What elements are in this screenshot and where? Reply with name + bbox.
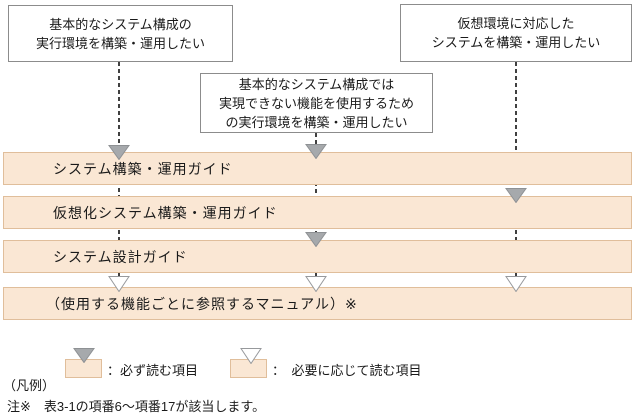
guide-bar-label: 仮想化システム構築・運用ガイド <box>53 204 278 221</box>
guide-bar-label: システム設計ガイド <box>53 248 188 265</box>
question-box-advanced-features: 基本的なシステム構成では 実現できない機能を使用するため の実行環境を構築・運用… <box>200 73 433 133</box>
must-read-arrow-icon <box>505 188 527 203</box>
question-text-line: システムを構築・運用したい <box>431 35 601 50</box>
guide-bar-virtualization: 仮想化システム構築・運用ガイド <box>3 196 632 229</box>
must-read-arrow-icon <box>305 232 327 247</box>
legend-item-label-optional-read: ： 必要に応じて読む項目 <box>272 363 422 378</box>
legend-title: （凡例） <box>3 378 56 393</box>
note-text: 注※ 表3-1の項番6～項番17が該当します。 <box>7 399 266 414</box>
question-box-basic-config: 基本的なシステム構成の 実行環境を構築・運用したい <box>8 5 233 62</box>
must-read-arrow-icon <box>73 348 95 363</box>
question-text-line: の実行環境を構築・運用したい <box>225 114 408 130</box>
must-read-arrow-icon <box>108 145 130 160</box>
question-text-line: 実現できない機能を使用するため <box>218 95 414 111</box>
must-read-arrow-icon <box>305 144 327 159</box>
question-text-line: 実行環境を構築・運用したい <box>35 35 205 51</box>
optional-read-arrow-icon <box>240 348 262 364</box>
optional-read-arrow-icon <box>108 276 130 292</box>
question-text-line: 仮想環境に対応した <box>457 16 575 31</box>
question-text-line: 基本的なシステム構成の <box>49 16 192 32</box>
legend-item-label-must-read: ：必ず読む項目 <box>107 363 199 378</box>
guide-bar-function-manuals: （使用する機能ごとに参照するマニュアル）※ <box>3 287 632 320</box>
optional-read-arrow-icon <box>305 276 327 292</box>
question-text-line: 基本的なシステム構成では <box>238 76 395 92</box>
guide-bar-label: （使用する機能ごとに参照するマニュアル）※ <box>46 295 358 312</box>
question-box-virtual-env: 仮想環境に対応した システムを構築・運用したい <box>400 4 632 62</box>
optional-read-arrow-icon <box>505 276 527 292</box>
guide-bar-label: システム構築・運用ガイド <box>53 160 233 177</box>
guide-bar-system-construction: システム構築・運用ガイド <box>3 152 632 185</box>
